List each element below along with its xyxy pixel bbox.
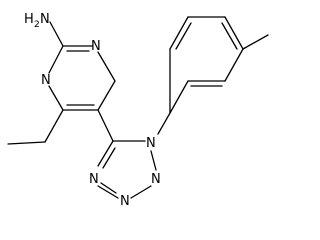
bond-tol-6-inner	[175, 22, 192, 50]
bond-tol-1	[169, 80, 189, 114]
tetrazole-n1-label: N	[146, 136, 156, 151]
bond-ethyl-1	[44, 109, 64, 143]
bond-pyr-n1-c2	[48, 45, 64, 74]
tetrazole-n2-label: N	[151, 172, 161, 187]
bond-tz-tolyl	[157, 112, 171, 135]
bond-tol-6	[169, 16, 189, 50]
bond-tz-n2-n3	[130, 185, 152, 199]
bond-tz-n3-n4	[97, 185, 119, 199]
bond-pyr-n3-c4	[97, 51, 116, 82]
bond-tol-3	[224, 48, 244, 82]
pyrimidine-n3-label: N	[91, 39, 101, 54]
bond-tz-n3-n4-inner	[100, 182, 117, 194]
amino-subscript: 2	[34, 20, 40, 30]
pyrimidine-n1-label: N	[41, 73, 51, 88]
bonds	[7, 16, 269, 199]
bond-ethyl-2	[7, 141, 46, 145]
tetrazole-n3-label: N	[120, 194, 130, 209]
bond-amino	[49, 21, 64, 47]
tetrazole-n4-label: N	[89, 172, 99, 187]
chemical-structure: H 2 N N N N N N N	[7, 12, 269, 209]
amino-n: N	[40, 12, 50, 27]
bond-tol-4	[224, 16, 244, 50]
bond-pyr-c4-c5	[97, 80, 116, 111]
bond-tz-n4-c5-inner	[102, 147, 116, 169]
amino-h: H	[24, 12, 34, 27]
bond-tol-4-inner	[221, 22, 238, 50]
atom-labels: H 2 N N N N N N N	[24, 12, 161, 209]
bond-pyr-tz	[97, 109, 114, 142]
bond-methyl	[242, 34, 269, 50]
amino-label: H 2 N	[24, 12, 50, 30]
bond-tz-n4-c5	[97, 140, 114, 167]
bond-pyr-c6-n1	[48, 85, 64, 111]
bond-tz-n1-n2	[150, 150, 157, 171]
